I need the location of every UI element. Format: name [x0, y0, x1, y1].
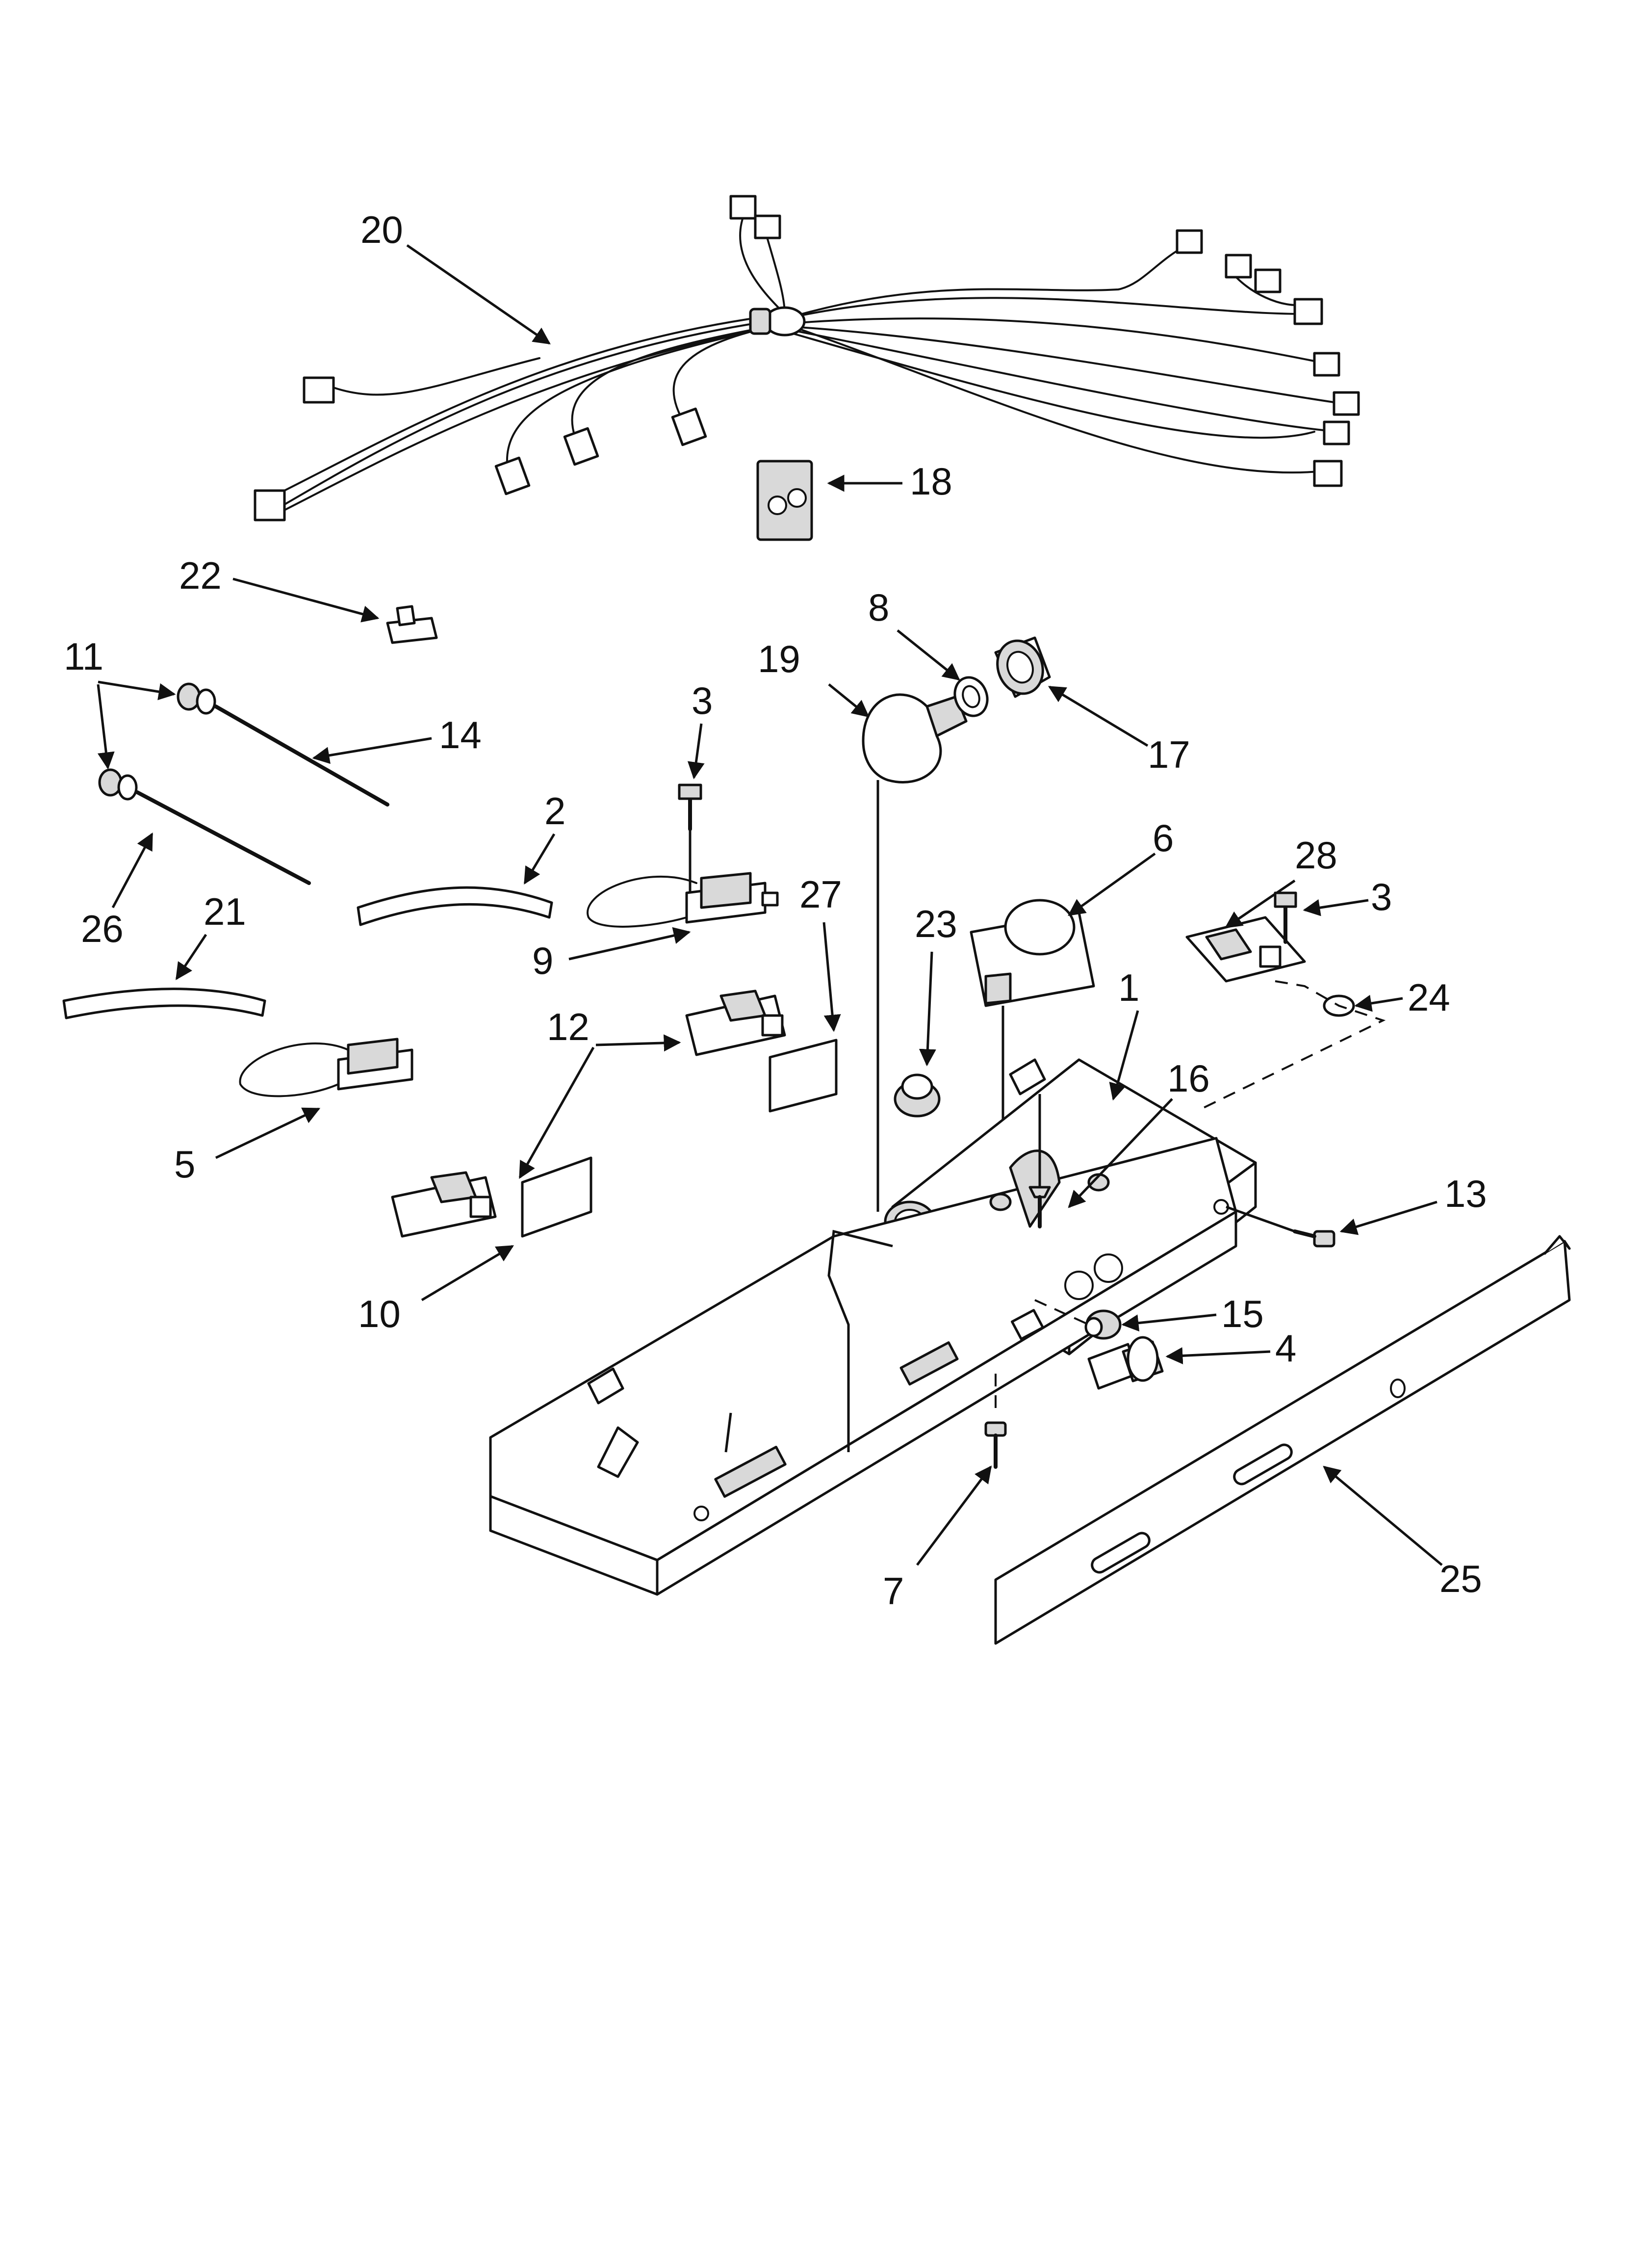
- callout-27: 27: [799, 873, 842, 916]
- callout-1: 1: [1118, 966, 1139, 1009]
- screw-3-left: [678, 783, 702, 893]
- callout-12: 12: [547, 1005, 590, 1048]
- wire-clip: [386, 605, 438, 644]
- callout-3-left: 3: [692, 679, 713, 722]
- callout-4: 4: [1275, 1327, 1296, 1370]
- callout-16: 16: [1167, 1057, 1210, 1100]
- callout-15: 15: [1221, 1292, 1264, 1335]
- callout-3-right: 3: [1371, 875, 1392, 918]
- callout-21: 21: [204, 890, 246, 933]
- callout-5: 5: [174, 1143, 195, 1186]
- callout-13: 13: [1444, 1172, 1487, 1215]
- light-bulb: [862, 693, 968, 783]
- callout-25: 25: [1439, 1557, 1482, 1600]
- tube-lower: [62, 988, 266, 1019]
- callout-20: 20: [360, 208, 403, 251]
- callout-7: 7: [883, 1569, 904, 1613]
- screw-13: [1226, 1205, 1335, 1248]
- callout-2: 2: [544, 789, 565, 833]
- callout-17: 17: [1148, 733, 1190, 776]
- screw-3-right: [1274, 891, 1297, 944]
- front-trim-panel: [994, 1235, 1571, 1645]
- thermostat-control: [970, 899, 1095, 1007]
- screw-16: [1028, 1094, 1051, 1228]
- nut-and-rod-upper: [177, 682, 389, 807]
- wire-harness: [254, 195, 1360, 521]
- label-10: [521, 1156, 592, 1238]
- callout-26: 26: [81, 907, 124, 950]
- callout-8: 8: [868, 586, 889, 629]
- screw-7: [984, 1374, 1007, 1469]
- callout-22: 22: [179, 554, 222, 597]
- bracket-12-lower: [391, 1171, 497, 1238]
- callout-19: 19: [758, 637, 800, 680]
- control-housing: [489, 1058, 1257, 1596]
- nut-and-rod-lower: [98, 768, 311, 885]
- switch-9: [587, 872, 779, 928]
- switch-5: [239, 1038, 413, 1097]
- insulation-pad: [756, 460, 813, 541]
- callout-18: 18: [910, 460, 952, 503]
- callout-11: 11: [64, 635, 103, 678]
- callout-24: 24: [1408, 976, 1450, 1019]
- bracket-12-upper: [685, 990, 786, 1056]
- callout-23: 23: [915, 902, 957, 945]
- tube-upper: [357, 886, 553, 926]
- callout-10: 10: [358, 1292, 401, 1335]
- callout-14: 14: [439, 713, 482, 756]
- callout-6: 6: [1153, 816, 1174, 860]
- callout-28: 28: [1295, 834, 1337, 877]
- callout-9: 9: [532, 939, 553, 982]
- rocker-switch-4: [1087, 1336, 1164, 1390]
- knob-23: [894, 1073, 941, 1118]
- socket-ring: [953, 676, 989, 717]
- lamp-socket: [994, 636, 1051, 698]
- label-27: [769, 1039, 838, 1113]
- indicator-15: [1034, 1299, 1122, 1340]
